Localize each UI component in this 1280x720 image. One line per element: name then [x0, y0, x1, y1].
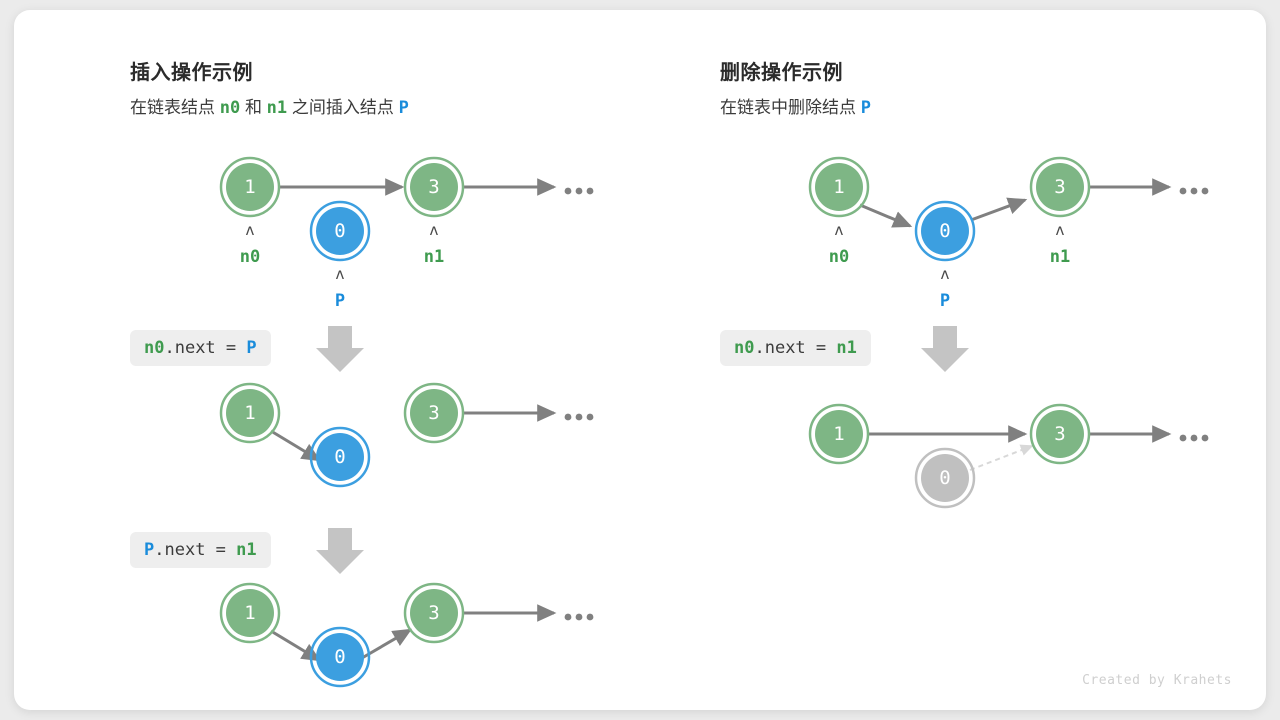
node-deleted: 0 — [914, 447, 976, 509]
node-value: 0 — [939, 467, 950, 489]
node-3: 3 — [1029, 156, 1091, 218]
text-run: P — [144, 540, 155, 560]
node-3: 3 — [403, 156, 465, 218]
pointer-label-p: P — [940, 291, 950, 311]
insert-row-1: 1 0 3 ʌ n0 ʌ — [219, 156, 594, 311]
caret-icon: ʌ — [835, 221, 844, 239]
credit-text: Created by Krahets — [1082, 673, 1232, 688]
panel-insert: 插入操作示例 在链表结点 n0 和 n1 之间插入结点 P n0.next = … — [14, 10, 640, 710]
insert-row-3: 1 0 3 — [219, 582, 594, 688]
code-step-n0-next-p: n0.next = P — [130, 330, 271, 367]
text-run: n1 — [236, 540, 257, 560]
step-arrow-down-1 — [921, 326, 969, 372]
text-run: 在链表中删除结点 — [720, 98, 861, 117]
node-value: 0 — [334, 646, 345, 668]
code-step-p-next-n1: P.next = n1 — [130, 532, 271, 569]
pointer-label-p: P — [335, 291, 345, 311]
panel-delete-subtitle: 在链表中删除结点 P — [720, 93, 871, 118]
node-1: 1 — [219, 382, 281, 444]
caret-icon: ʌ — [246, 221, 255, 239]
text-run: .next = — [754, 338, 837, 358]
node-value: 1 — [244, 402, 255, 424]
node-p: 0 — [309, 426, 371, 488]
node-p: 0 — [309, 200, 371, 262]
arrow-deleted-dashed — [969, 444, 1034, 471]
ellipsis-icon — [564, 413, 594, 421]
node-value: 0 — [939, 220, 950, 242]
node-p: 0 — [914, 200, 976, 262]
delete-row-2: 1 0 3 — [808, 403, 1209, 509]
delete-row-1: 1 0 3 ʌ n0 ʌ — [808, 156, 1209, 311]
caret-icon: ʌ — [1056, 221, 1065, 239]
text-run: P — [398, 98, 409, 118]
node-1: 1 — [808, 156, 870, 218]
arrow-n0-to-p — [859, 203, 913, 228]
panel-delete-title: 删除操作示例 — [720, 62, 843, 84]
step-arrow-down-1 — [316, 326, 364, 372]
pointer-label-n1: n1 — [424, 247, 444, 267]
caret-icon: ʌ — [430, 221, 439, 239]
node-value: 1 — [833, 423, 844, 445]
ellipsis-icon — [564, 187, 594, 195]
ellipsis-icon — [1179, 187, 1209, 195]
insert-diagram: 1 0 3 ʌ n0 ʌ — [219, 156, 594, 688]
node-1: 1 — [219, 156, 281, 218]
node-value: 1 — [244, 176, 255, 198]
arrow-p-to-n1 — [970, 197, 1028, 222]
node-value: 3 — [428, 176, 439, 198]
node-3: 3 — [403, 582, 465, 644]
node-p: 0 — [309, 626, 371, 688]
node-value: 1 — [833, 176, 844, 198]
text-run: .next = — [164, 338, 247, 358]
text-run: .next = — [154, 540, 237, 560]
text-run: n0 — [734, 338, 755, 358]
diagram-card: 插入操作示例 在链表结点 n0 和 n1 之间插入结点 P n0.next = … — [14, 10, 1266, 710]
text-run: n0 — [219, 98, 241, 118]
node-1: 1 — [219, 582, 281, 644]
node-value: 3 — [428, 602, 439, 624]
text-run: P — [860, 98, 871, 118]
pointer-label-n1: n1 — [1050, 247, 1070, 267]
node-3: 3 — [403, 382, 465, 444]
text-run: P — [246, 338, 257, 358]
node-value: 0 — [334, 220, 345, 242]
text-run: 和 — [240, 98, 267, 117]
panel-insert-title: 插入操作示例 — [130, 62, 253, 84]
node-value: 0 — [334, 446, 345, 468]
node-value: 3 — [1054, 176, 1065, 198]
caret-icon: ʌ — [941, 265, 950, 283]
ellipsis-icon — [564, 613, 594, 621]
delete-diagram: 1 0 3 ʌ n0 ʌ — [808, 156, 1209, 509]
node-value: 1 — [244, 602, 255, 624]
node-value: 3 — [1054, 423, 1065, 445]
node-value: 3 — [428, 402, 439, 424]
text-run: 之间插入结点 — [287, 98, 399, 117]
node-3: 3 — [1029, 403, 1091, 465]
caret-icon: ʌ — [336, 265, 345, 283]
code-step-n0-next-n1: n0.next = n1 — [720, 330, 871, 367]
step-arrow-down-2 — [316, 528, 364, 574]
text-run: n1 — [836, 338, 857, 358]
pointer-label-n0: n0 — [240, 247, 260, 267]
text-run: n0 — [144, 338, 165, 358]
insert-row-2: 1 0 3 — [219, 382, 594, 488]
pointer-label-n0: n0 — [829, 247, 849, 267]
ellipsis-icon — [1179, 434, 1209, 442]
node-1: 1 — [808, 403, 870, 465]
panel-insert-subtitle: 在链表结点 n0 和 n1 之间插入结点 P — [130, 93, 409, 118]
text-run: n1 — [266, 98, 288, 118]
panel-delete: 删除操作示例 在链表中删除结点 P n0.next = n1 1 0 — [640, 10, 1266, 710]
text-run: 在链表结点 — [130, 98, 220, 117]
